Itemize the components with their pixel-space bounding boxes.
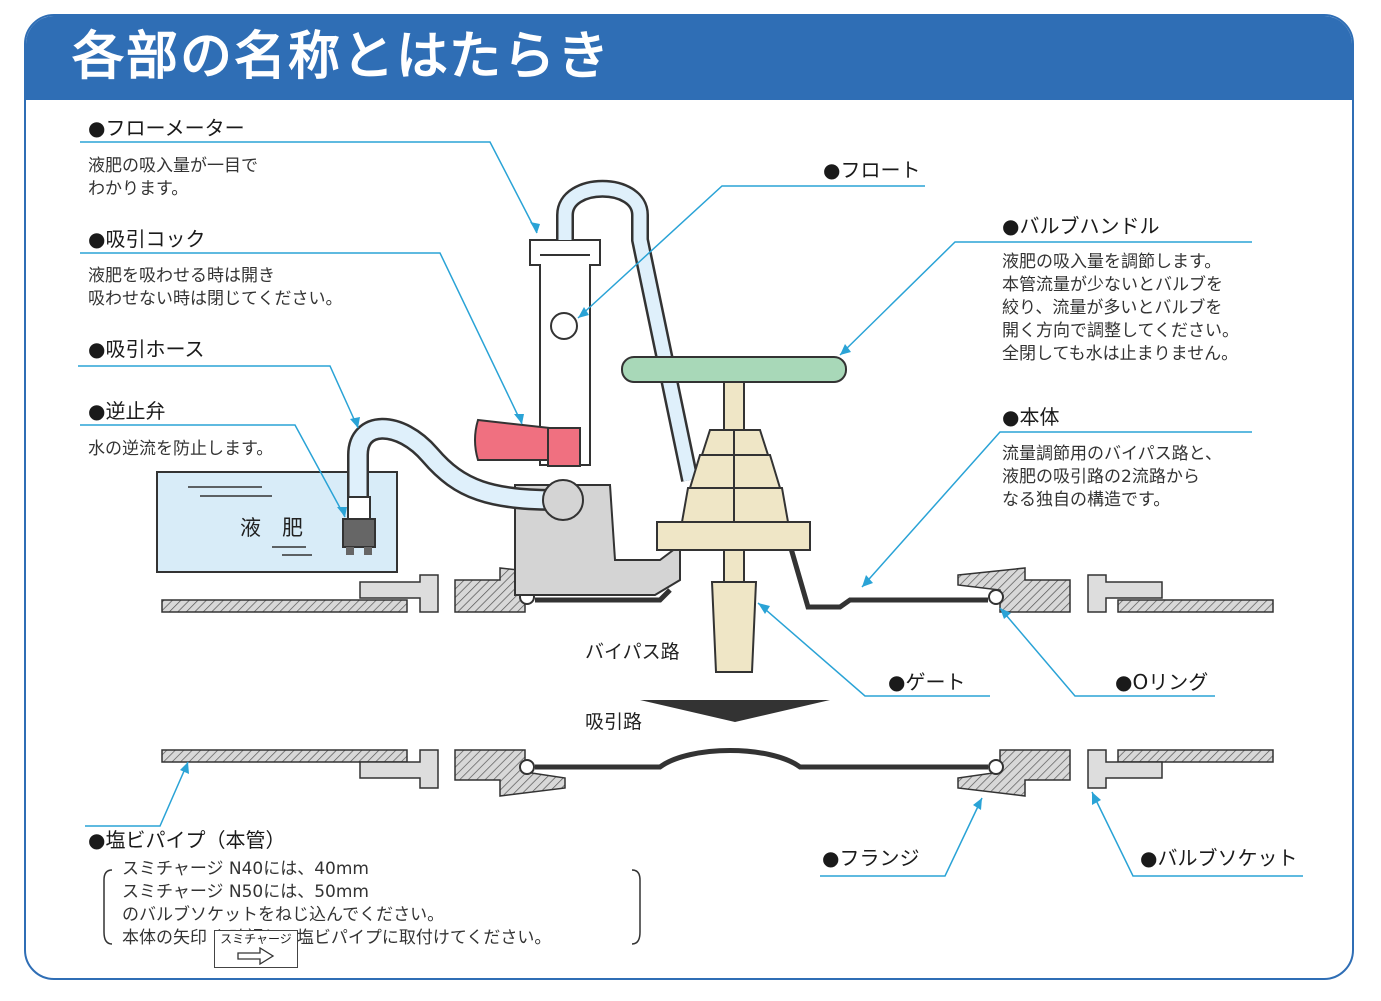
suction-path-label: 吸引路 — [585, 711, 643, 733]
desc-check-valve: 水の逆流を防止します。 — [88, 439, 274, 459]
page-title: 各部の名称とはたらき — [72, 27, 611, 87]
label-suction-cock: ●吸引コック — [88, 227, 206, 251]
label-suction-hose: ●吸引ホース — [88, 337, 205, 361]
label-o-ring: ●Oリング — [1115, 670, 1209, 694]
label-gate: ●ゲート — [888, 670, 966, 694]
label-flange: ●フランジ — [822, 846, 920, 870]
label-float: ●フロート — [823, 158, 921, 182]
desc-suction-cock: 液肥を吸わせる時は開き 吸わせない時は閉じてください。 — [88, 266, 343, 309]
desc-pvc-pipe: スミチャージ N40には、40mm スミチャージ N50には、50mm のバルブ… — [122, 859, 552, 948]
label-flowmeter: ●フローメーター — [88, 116, 245, 140]
desc-valve-handle: 液肥の吸入量を調節します。 本管流量が少ないとバルブを 絞り、流量が多いとバルブ… — [1002, 252, 1239, 364]
leader-arrowheads — [180, 222, 1101, 810]
desc-body: 流量調節用のバイパス路と、 液肥の吸引路の2流路から なる独自の構造です。 — [1002, 444, 1222, 510]
label-valve-handle: ●バルブハンドル — [1002, 214, 1160, 238]
label-valve-socket: ●バルブソケット — [1140, 846, 1298, 870]
description-bracket — [103, 869, 113, 945]
label-check-valve: ●逆止弁 — [88, 399, 166, 423]
transition-arrow — [640, 700, 830, 722]
valve-assembly — [621, 356, 847, 673]
leader-lines — [78, 141, 1303, 877]
title-bar: 各部の名称とはたらき — [26, 16, 1352, 100]
tank-label: 液 肥 — [240, 516, 303, 540]
pipe-assembly-top — [161, 544, 1274, 613]
pipe-assembly-bottom — [161, 748, 1274, 797]
arrow-stamp-text: スミチャージ — [220, 932, 292, 946]
desc-flowmeter: 液肥の吸入量が一目で わかります。 — [88, 156, 258, 199]
check-valve — [342, 496, 376, 555]
right-arrow-icon — [237, 946, 275, 966]
label-pvc-pipe: ●塩ビパイプ（本管） — [88, 828, 286, 852]
label-body: ●本体 — [1002, 405, 1060, 429]
suction-cock — [474, 418, 581, 467]
bypass-label: バイパス路 — [585, 641, 680, 663]
arrow-stamp: スミチャージ — [214, 930, 298, 968]
